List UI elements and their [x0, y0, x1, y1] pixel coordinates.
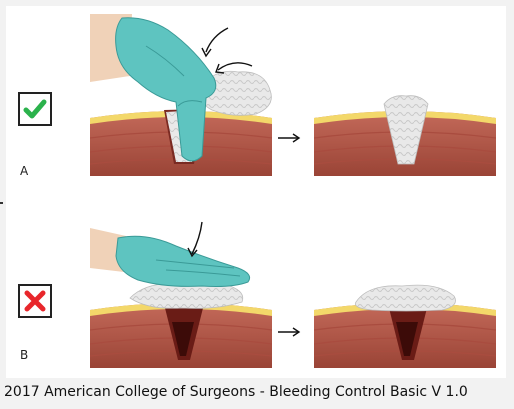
caption: 2017 American College of Surgeons - Blee…: [4, 384, 468, 400]
motion-arrow: [206, 28, 228, 52]
panel-b-after: [314, 285, 496, 368]
divider-mark: [0, 202, 3, 204]
panel-a-after: [314, 96, 496, 176]
illustration-frame: A B: [6, 6, 506, 378]
motion-arrow: [192, 222, 202, 254]
wound-packing-diagram: [6, 6, 506, 378]
panel-b-before: [90, 228, 272, 368]
motion-arrow: [218, 63, 252, 70]
transition-arrow: [278, 328, 299, 336]
panel-a-before: [90, 14, 272, 176]
transition-arrow: [278, 134, 299, 142]
